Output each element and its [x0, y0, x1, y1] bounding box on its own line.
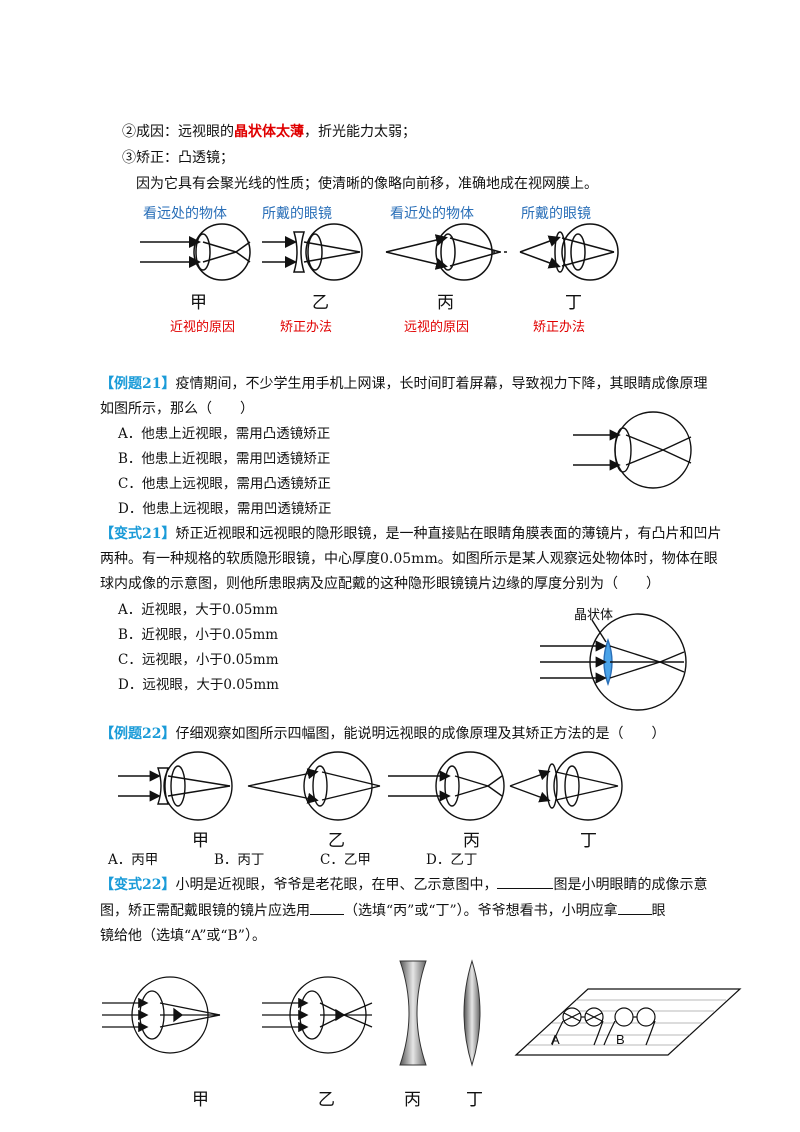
ex21-eye-diagram — [573, 411, 692, 489]
var22-line2: 图，矫正需配戴眼镜的镜片应选用 （选填“丙”或“丁”）。爷爷想看书，小明应拿 眼 — [100, 900, 666, 921]
var21-line2: 两种。有一种规格的软质隐形眼镜，中心厚度0.05mm。如图所示是某人观察远处物体… — [100, 551, 718, 567]
ex22-option-c: C．乙甲 — [320, 852, 371, 868]
cause-highlight: 晶状体太薄 — [234, 124, 304, 140]
correction-line: ③矫正：凸透镜； — [122, 150, 234, 166]
ex21-line1: 【例题21】疫情期间，不少学生用手机上网课，长时间盯着屏幕，导致视力下降，其眼睛… — [100, 374, 707, 394]
fig1-bottom-label-4: 矫正办法 — [533, 320, 586, 335]
var22-text-2a: 图，矫正需配戴眼镜的镜片应选用 — [100, 903, 310, 919]
cause-prefix: ②成因：远视眼的 — [122, 124, 234, 140]
cause-line: ②成因：远视眼的晶状体太薄，折光能力太弱； — [122, 122, 416, 142]
ex22-option-d: D．乙丁 — [426, 852, 478, 868]
fig1-top-label-2: 所戴的眼镜 — [262, 206, 332, 222]
ex21-option-b: B．他患上近视眼，需用凹透镜矫正 — [118, 451, 331, 467]
eye-diagram-top — [140, 223, 619, 281]
fig1-letter-4: 丁 — [565, 293, 582, 313]
var22-blank-3[interactable] — [617, 900, 652, 915]
var21-line3: 球内成像的示意图，则他所患眼病及应配戴的这种隐形眼镜镜片边缘的厚度分别为（ ） — [100, 576, 660, 592]
var21-eye-diagram — [540, 613, 687, 711]
fig1-letter-3: 丙 — [437, 293, 454, 313]
var21-tag: 【变式21】 — [100, 526, 176, 542]
fig1-bottom-label-2: 矫正办法 — [280, 320, 333, 335]
var22-glasses-a-label: A — [551, 1032, 560, 1047]
var22-tag: 【变式22】 — [100, 877, 176, 893]
ex22-tag: 【例题22】 — [100, 726, 176, 742]
ex22-letter-4: 丁 — [580, 831, 597, 851]
ex21-option-a: A．他患上近视眼，需用凸透镜矫正 — [118, 426, 331, 442]
cause-suffix: ，折光能力太弱； — [304, 124, 416, 140]
var22-text-1b: 图是小明眼睛的成像示意 — [553, 877, 708, 893]
var22-diagrams — [102, 959, 742, 1067]
var21-option-d: D．远视眼，大于0.05mm — [118, 677, 279, 693]
var21-lens-label: 晶状体 — [574, 608, 614, 623]
ex22-letter-1: 甲 — [192, 831, 209, 851]
fig1-bottom-label-3: 远视的原因 — [404, 320, 470, 335]
var22-letter-3: 丙 — [404, 1090, 421, 1110]
var22-glasses-b-label: B — [616, 1032, 625, 1047]
ex22-option-a: A．丙甲 — [108, 852, 159, 868]
ex21-line2: 如图所示，那么（ ） — [100, 401, 254, 417]
fig1-bottom-label-1: 近视的原因 — [170, 320, 236, 335]
var22-blank-2[interactable] — [310, 900, 344, 915]
ex22-letter-3: 丙 — [463, 831, 480, 851]
var21-option-b: B．近视眼，小于0.05mm — [118, 627, 279, 643]
var22-blank-1[interactable] — [497, 874, 554, 889]
var22-letter-1: 甲 — [192, 1090, 209, 1110]
ex22-line1: 【例题22】仔细观察如图所示四幅图，能说明远视眼的成像原理及其矫正方法的是（ ） — [100, 724, 665, 744]
ex21-option-c: C．他患上远视眼，需用凸透镜矫正 — [118, 476, 331, 492]
fig1-top-label-1: 看远处的物体 — [143, 206, 227, 222]
var22-line3: 镜给他（选填“A”或“B”）。 — [100, 928, 266, 944]
ex21-text-1: 疫情期间，不少学生用手机上网课，长时间盯着屏幕，导致视力下降，其眼睛成像原理 — [175, 376, 708, 392]
var22-text-2c: 眼 — [651, 903, 666, 919]
var21-line1: 【变式21】矫正近视眼和远视眼的隐形眼镜，是一种直接贴在眼睛角膜表面的薄镜片，有… — [100, 524, 721, 544]
var22-text-2b: （选填“丙”或“丁”）。爷爷想看书，小明应拿 — [344, 903, 618, 919]
var21-option-a: A．近视眼，大于0.05mm — [118, 602, 278, 618]
fig1-letter-2: 乙 — [312, 293, 329, 313]
var22-text-1a: 小明是近视眼，爷爷是老花眼，在甲、乙示意图中， — [175, 877, 498, 893]
var22-letter-2: 乙 — [318, 1090, 335, 1110]
ex22-letter-2: 乙 — [328, 831, 345, 851]
ex22-option-b: B．丙丁 — [214, 852, 265, 868]
ex22-text: 仔细观察如图所示四幅图，能说明远视眼的成像原理及其矫正方法的是（ ） — [175, 726, 666, 742]
ex22-eye-diagrams — [118, 751, 623, 821]
var22-line1: 【变式22】小明是近视眼，爷爷是老花眼，在甲、乙示意图中， 图是小明眼睛的成像示意 — [100, 874, 707, 895]
fig1-top-label-3: 看近处的物体 — [390, 206, 474, 222]
fig1-letter-1: 甲 — [190, 293, 207, 313]
var21-text-1: 矫正近视眼和远视眼的隐形眼镜，是一种直接贴在眼睛角膜表面的薄镜片，有凸片和凹片 — [175, 526, 722, 542]
var21-option-c: C．远视眼，小于0.05mm — [118, 652, 279, 668]
ex21-option-d: D．他患上远视眼，需用凹透镜矫正 — [118, 501, 332, 517]
ex21-tag: 【例题21】 — [100, 376, 176, 392]
reason-line: 因为它具有会聚光线的性质；使清晰的像略向前移，准确地成在视网膜上。 — [136, 176, 598, 192]
fig1-top-label-4: 所戴的眼镜 — [521, 206, 591, 222]
var22-letter-4: 丁 — [466, 1090, 483, 1110]
